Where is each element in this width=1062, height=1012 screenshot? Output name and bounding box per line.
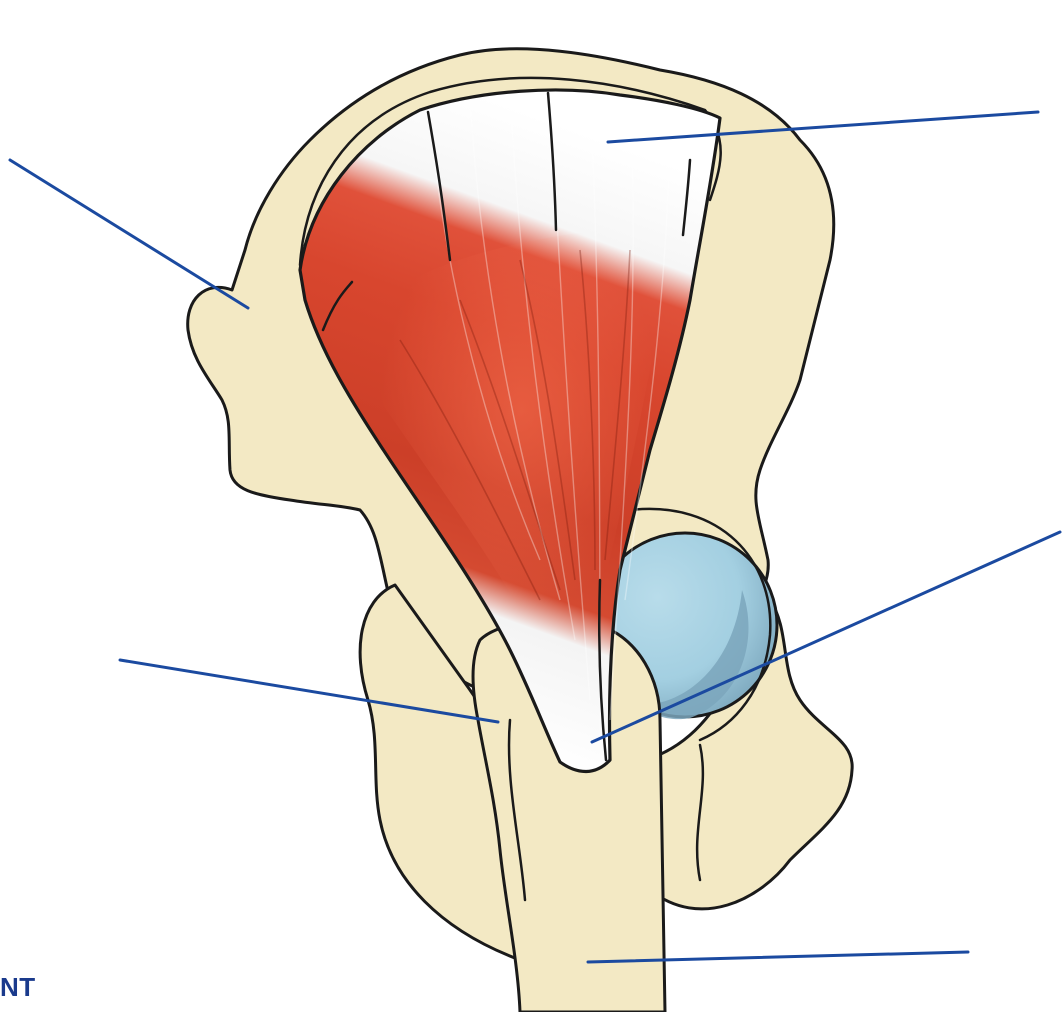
corner-text: NT bbox=[0, 972, 36, 1003]
iliac-crest-leader bbox=[10, 160, 248, 308]
